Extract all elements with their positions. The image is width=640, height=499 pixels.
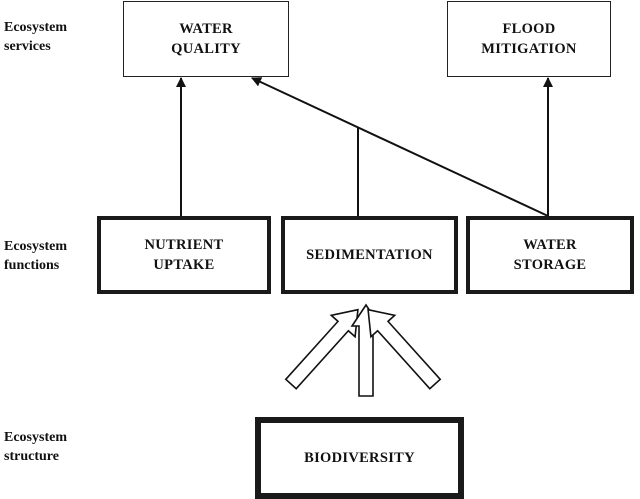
box-biodiversity: BIODIVERSITY xyxy=(255,417,464,499)
box-water-quality: WATER QUALITY xyxy=(123,1,289,77)
box-flood-mitigation: FLOOD MITIGATION xyxy=(447,1,611,77)
link-storage-to-water-quality xyxy=(251,77,549,217)
row-label-services: Ecosystem services xyxy=(4,20,67,54)
block-arrow-to-water-storage xyxy=(367,308,442,390)
box-sedimentation: SEDIMENTATION xyxy=(281,216,458,294)
block-arrow-to-nutrient-uptake xyxy=(284,308,359,390)
box-nutrient-uptake: NUTRIENT UPTAKE xyxy=(97,216,271,294)
row-label-structure: Ecosystem structure xyxy=(4,430,67,464)
row-label-functions: Ecosystem functions xyxy=(4,239,67,273)
box-water-storage: WATER STORAGE xyxy=(466,216,634,294)
